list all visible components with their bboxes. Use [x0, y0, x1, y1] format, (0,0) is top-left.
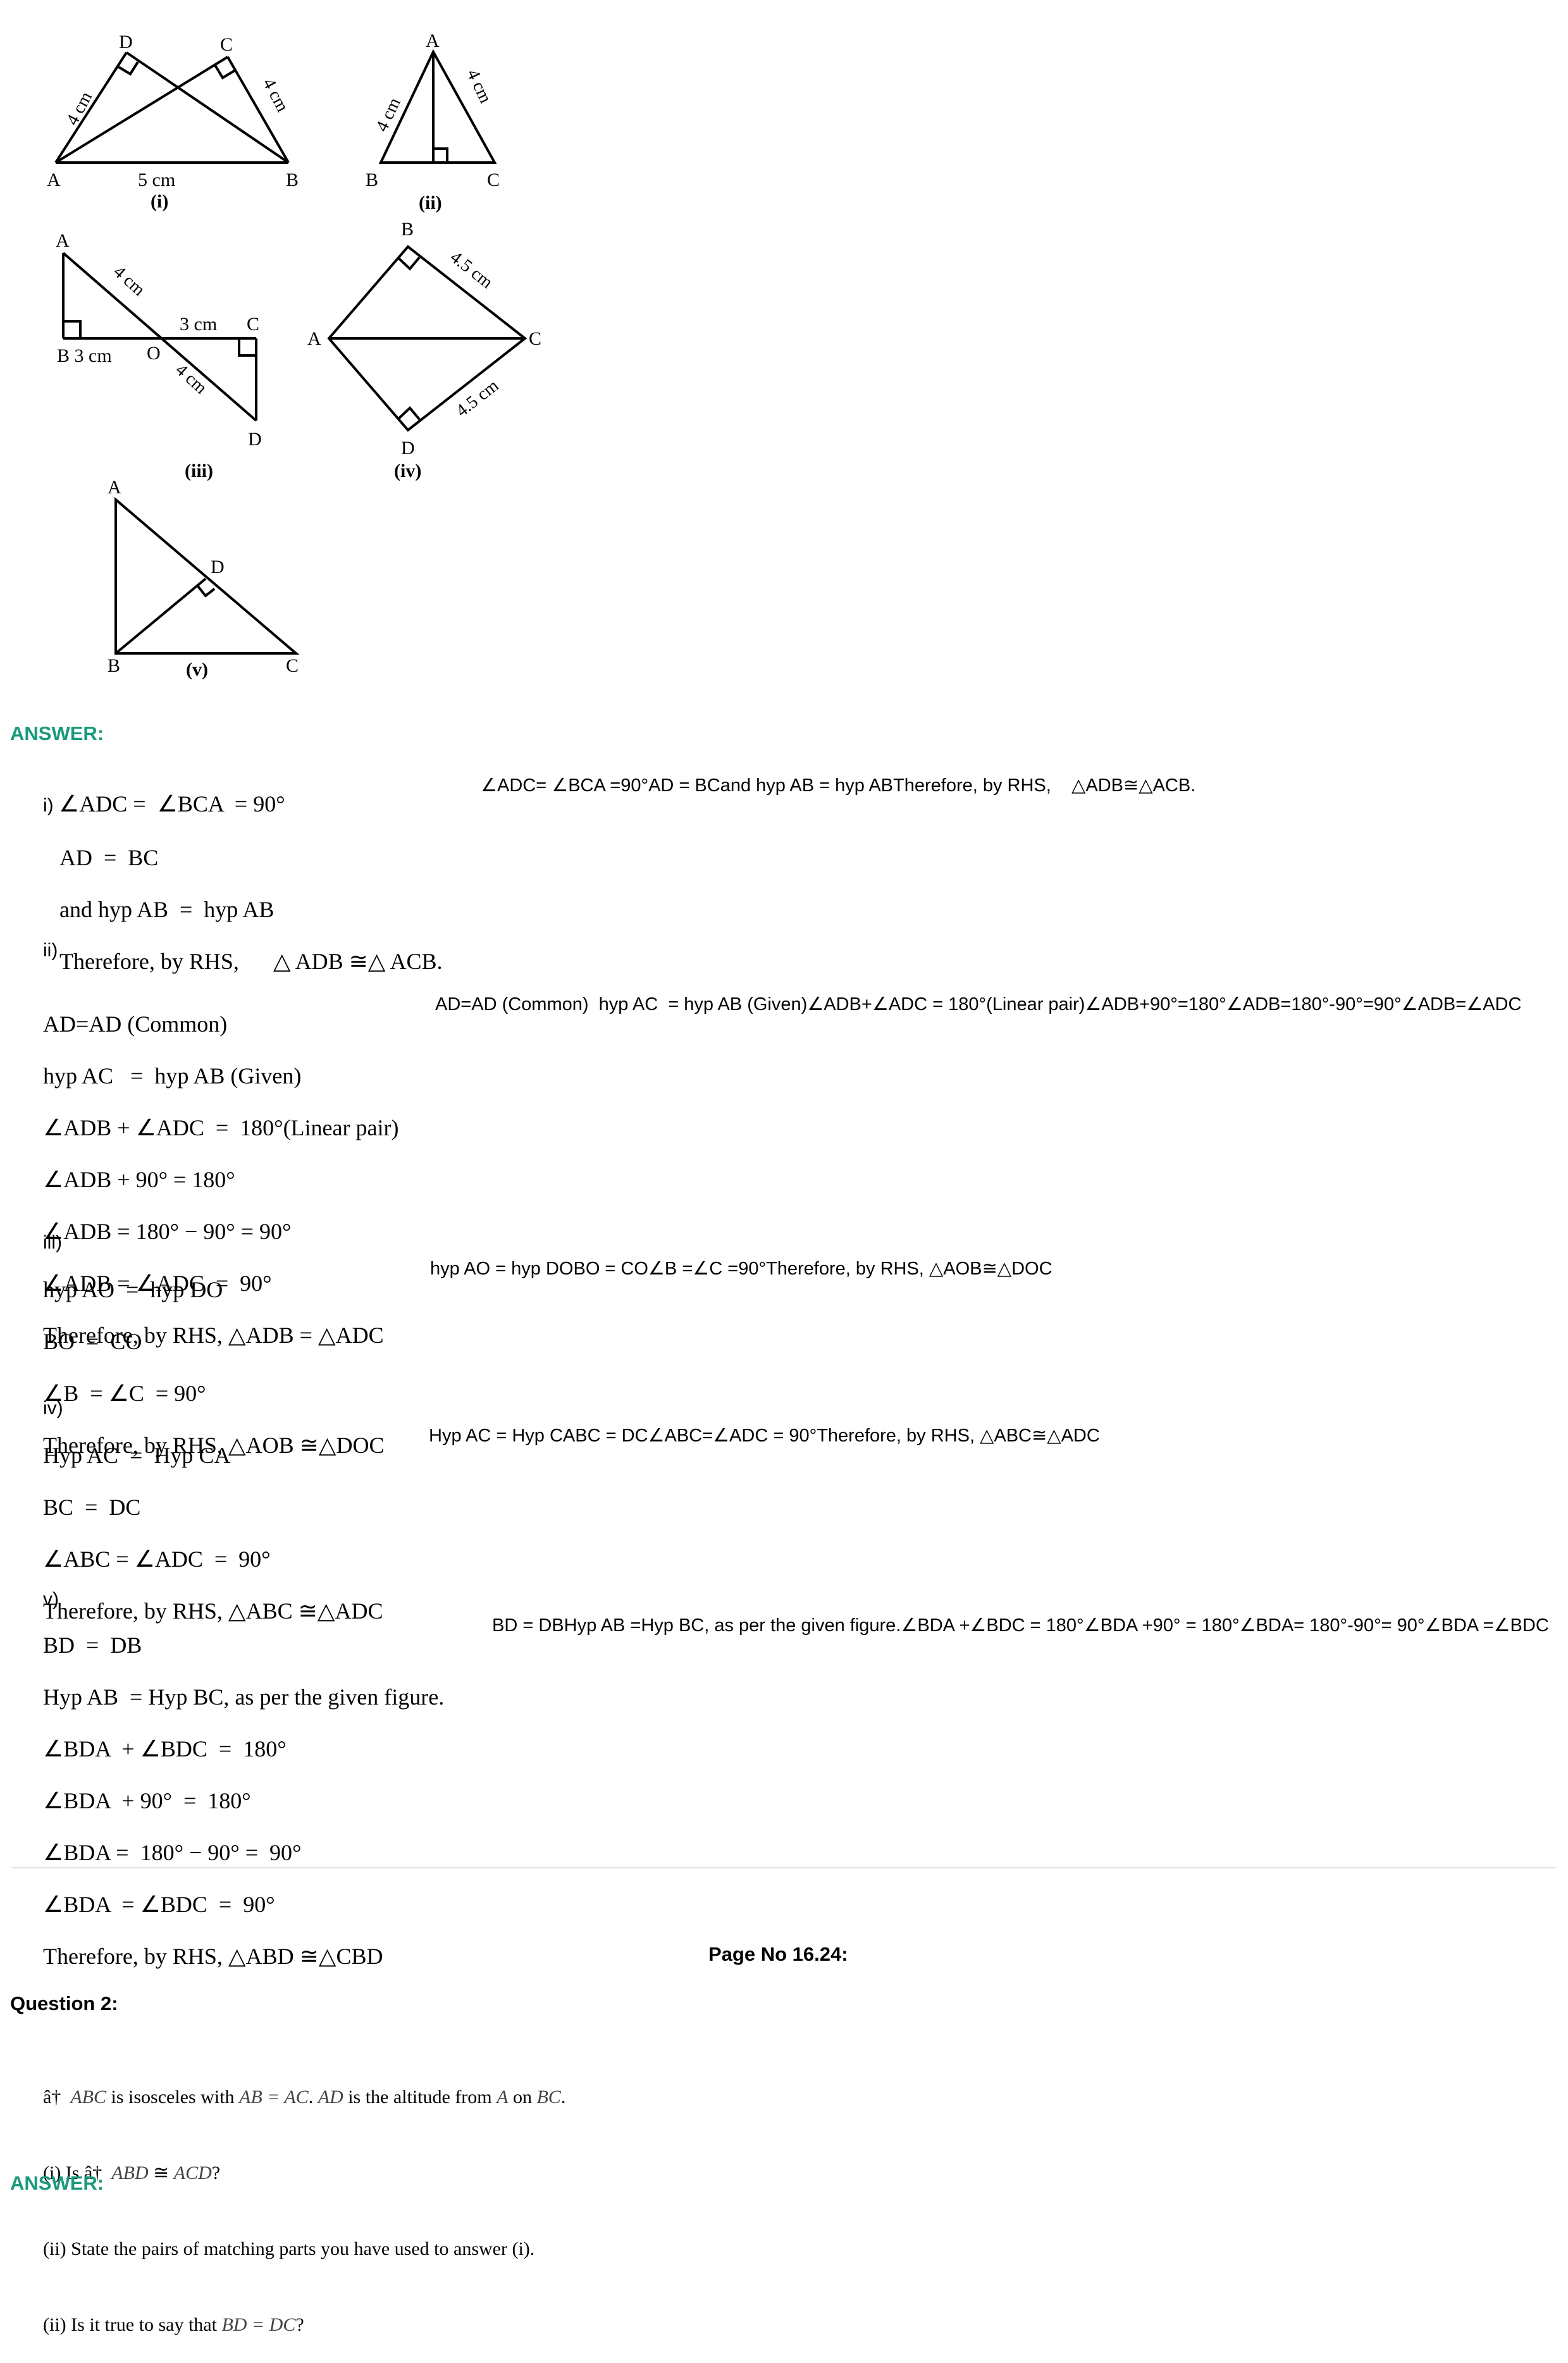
- part-iv-label: iv): [43, 1398, 63, 1419]
- fig4-length-bc: 4.5 cm: [447, 247, 497, 292]
- part-i-alt-text: ∠ADC= ∠BCA =90°AD = BCand hyp AB = hyp A…: [481, 775, 1196, 796]
- fig3-label-a: A: [56, 230, 70, 251]
- fig3-length-bo: B 3 cm: [57, 345, 112, 366]
- part-v-line-7: Therefore, by RHS, △ABD ≅△CBD: [43, 1944, 383, 1969]
- part-ii-block: AD=AD (Common) hyp AC = hyp AB (Given) ∠…: [43, 987, 398, 1361]
- fig2-length-ab: 4 cm: [372, 95, 405, 135]
- fig4-label-a: A: [307, 328, 321, 349]
- fig3-length-ao: 4 cm: [109, 262, 149, 300]
- fig4-label-c: C: [529, 328, 541, 349]
- part-v-line-3: ∠BDA + ∠BDC = 180°: [43, 1736, 287, 1761]
- figure-v: A D B C (v): [108, 477, 300, 680]
- part-ii-line-3: ∠ADB + ∠ADC = 180°(Linear pair): [43, 1115, 399, 1140]
- fig2-label-b: B: [366, 170, 378, 190]
- fig3-label-d: D: [248, 429, 262, 450]
- part-v-line-5: ∠BDA = 180° − 90° = 90°: [43, 1840, 302, 1865]
- fig3-caption: (iii): [185, 460, 213, 481]
- fig3-length-oc: 3 cm: [180, 314, 217, 335]
- part-iv-line-2: BC = DC: [43, 1495, 141, 1520]
- part-iii-line-4: Therefore, by RHS, △AOB ≅△DOC: [43, 1433, 385, 1458]
- fig2-label-c: C: [487, 170, 500, 190]
- fig1-caption: (i): [151, 191, 168, 212]
- figure-iv: B A C D 4.5 cm 4.5 cm (iv): [307, 219, 541, 481]
- fig5-label-c: C: [286, 655, 299, 676]
- part-iii-block: hyp AO = hyp DO BO = CO ∠B = ∠C = 90° Th…: [43, 1252, 384, 1471]
- fig5-label-d: D: [211, 557, 225, 577]
- fig4-label-d: D: [401, 438, 415, 459]
- figure-iii: A B 3 cm O 3 cm C D 4 cm 4 cm (iii): [56, 230, 262, 481]
- part-v-line-4: ∠BDA + 90° = 180°: [43, 1788, 251, 1813]
- part-ii-line-6: ∠ADB = ∠ADC = 90°: [43, 1271, 272, 1296]
- fig5-label-a: A: [108, 477, 121, 498]
- part-i-line-4: Therefore, by RHS, △ ADB ≅△ ACB.: [59, 949, 443, 974]
- figure-i: D C A B 5 cm 4 cm 4 cm (i): [47, 32, 299, 212]
- fig2-length-ac: 4 cm: [463, 66, 496, 106]
- part-i-block: i) ∠ADC = ∠BCA = 90° AD = BC and hyp AB …: [43, 767, 443, 987]
- part-i-line-1: i) ∠ADC = ∠BCA = 90°: [43, 791, 285, 817]
- question-2-title: Question 2:: [10, 1992, 118, 2014]
- question-2-line-1: â† ABC is isosceles with AB = AC. AD is …: [43, 2087, 566, 2107]
- part-v-label: v): [43, 1589, 59, 1610]
- part-ii-alt-text: AD=AD (Common) hyp AC = hyp AB (Given)∠A…: [435, 994, 1522, 1015]
- answer-heading-2: ANSWER:: [10, 2172, 104, 2194]
- figure-ii: A B C 4 cm 4 cm (ii): [366, 30, 500, 213]
- part-iv-alt-text: Hyp AC = Hyp CABC = DC∠ABC=∠ADC = 90°The…: [429, 1426, 1100, 1446]
- fig1-length-bc: 4 cm: [259, 75, 292, 115]
- question-2-line-2: (i) Is â† ABD ≅ ACD?: [43, 2162, 221, 2183]
- fig1-label-d: D: [119, 32, 133, 52]
- part-iii-line-2: BO = CO: [43, 1329, 142, 1354]
- part-v-block: BD = DB Hyp AB = Hyp BC, as per the give…: [43, 1608, 444, 1982]
- fig5-label-b: B: [108, 655, 120, 676]
- question-2-line-3: (ii) State the pairs of matching parts y…: [43, 2238, 535, 2259]
- fig2-label-a: A: [426, 30, 440, 51]
- part-ii-label: ii): [43, 940, 58, 961]
- part-i-line-2: AD = BC: [59, 845, 159, 870]
- part-ii-line-2: hyp AC = hyp AB (Given): [43, 1063, 302, 1089]
- fig1-label-c: C: [220, 34, 233, 55]
- section-divider: [11, 1867, 1556, 1868]
- part-i-line-3: and hyp AB = hyp AB: [59, 897, 275, 922]
- part-ii-line-1: AD=AD (Common): [43, 1011, 228, 1037]
- part-v-alt-text: BD = DBHyp AB =Hyp BC, as per the given …: [492, 1615, 1549, 1636]
- part-iii-line-1: hyp AO = hyp DO: [43, 1277, 223, 1302]
- part-iv-line-3: ∠ABC = ∠ADC = 90°: [43, 1546, 271, 1572]
- fig1-length-ab: 5 cm: [138, 170, 175, 190]
- question-2-body: â† ABC is isosceles with AB = AC. AD is …: [43, 2034, 565, 2363]
- answer-heading: ANSWER:: [10, 722, 104, 744]
- part-iv-block: Hyp AC = Hyp CA BC = DC ∠ABC = ∠ADC = 90…: [43, 1418, 383, 1637]
- page-number: Page No 16.24:: [708, 1943, 848, 1965]
- part-i-label: i): [43, 795, 59, 816]
- fig4-caption: (iv): [394, 460, 421, 481]
- part-v-line-6: ∠BDA = ∠BDC = 90°: [43, 1892, 275, 1917]
- question-2-line-4: (ii) Is it true to say that BD = DC?: [43, 2314, 304, 2335]
- fig3-label-o: O: [147, 343, 161, 364]
- fig3-length-od: 4 cm: [171, 360, 211, 398]
- fig4-label-b: B: [401, 219, 414, 240]
- part-ii-line-4: ∠ADB + 90° = 180°: [43, 1167, 235, 1192]
- fig1-label-b: B: [286, 170, 299, 190]
- fig4-length-dc: 4.5 cm: [452, 376, 502, 421]
- figures-panel: D C A B 5 cm 4 cm 4 cm (i) A B C 4 cm 4 …: [47, 30, 541, 680]
- fig5-caption: (v): [186, 659, 208, 680]
- fig2-caption: (ii): [419, 192, 442, 213]
- fig1-label-a: A: [47, 170, 61, 190]
- part-v-line-1: BD = DB: [43, 1632, 142, 1658]
- part-ii-line-7: Therefore, by RHS, △ADB = △ADC: [43, 1323, 384, 1348]
- fig3-label-c: C: [247, 314, 259, 335]
- part-iii-alt-text: hyp AO = hyp DOBO = CO∠B =∠C =90°Therefo…: [430, 1259, 1053, 1279]
- part-iii-line-3: ∠B = ∠C = 90°: [43, 1381, 206, 1406]
- part-iii-label: iii): [43, 1232, 62, 1253]
- part-iv-line-4: Therefore, by RHS, △ABC ≅△ADC: [43, 1598, 383, 1624]
- part-v-line-2: Hyp AB = Hyp BC, as per the given figure…: [43, 1684, 445, 1710]
- part-ii-line-5: ∠ADB = 180° − 90° = 90°: [43, 1219, 292, 1244]
- part-iv-line-1: Hyp AC = Hyp CA: [43, 1443, 231, 1468]
